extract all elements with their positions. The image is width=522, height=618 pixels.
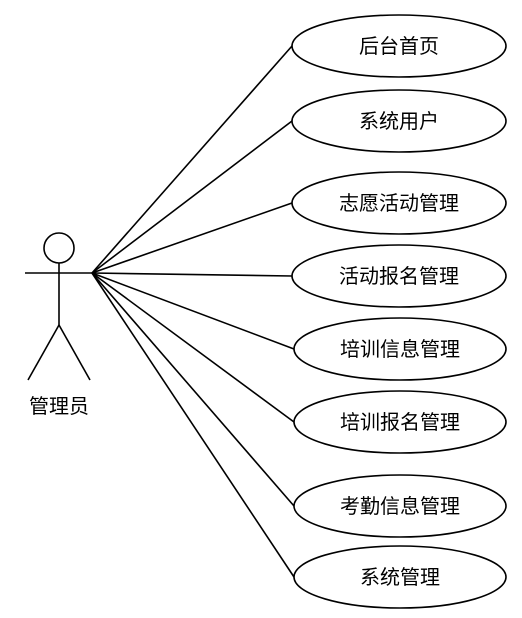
- use-case: 考勤信息管理: [293, 474, 507, 538]
- use-case: 培训报名管理: [293, 390, 507, 454]
- use-case-label: 培训报名管理: [340, 410, 460, 434]
- use-case-label: 考勤信息管理: [340, 494, 460, 518]
- use-case-ellipse: [291, 171, 507, 235]
- association-line: [91, 272, 295, 507]
- use-cases: 后台首页 系统用户 志愿活动管理 活动报名管理 培训信息管理 培训报名管理 考勤…: [291, 14, 507, 609]
- use-case: 志愿活动管理: [291, 171, 507, 235]
- associations: [91, 45, 295, 578]
- actor-label: 管理员: [29, 394, 89, 418]
- use-case-label: 系统管理: [360, 565, 440, 589]
- use-case-ellipse: [291, 89, 507, 153]
- association-line: [91, 272, 295, 350]
- use-case-label: 志愿活动管理: [339, 191, 459, 215]
- actor-head: [43, 232, 75, 264]
- use-case-ellipse: [293, 390, 507, 454]
- association-line: [91, 272, 295, 578]
- association-line: [91, 45, 293, 274]
- use-case-ellipse: [293, 317, 507, 381]
- use-case-ellipse: [291, 14, 507, 78]
- association-line: [91, 272, 293, 277]
- actor-left-leg: [27, 324, 60, 381]
- association-line: [91, 120, 293, 274]
- use-case-ellipse: [293, 474, 507, 538]
- use-case: 系统用户: [291, 89, 507, 153]
- use-case-label: 培训信息管理: [340, 337, 460, 361]
- association-line: [91, 272, 295, 423]
- use-case: 系统管理: [293, 545, 507, 609]
- use-case-label: 活动报名管理: [339, 264, 459, 288]
- actor-right-leg: [58, 324, 91, 381]
- use-case: 后台首页: [291, 14, 507, 78]
- use-case-label: 系统用户: [359, 109, 439, 133]
- actor: 管理员: [25, 232, 92, 418]
- use-case: 活动报名管理: [291, 244, 507, 308]
- use-case-ellipse: [291, 244, 507, 308]
- use-case-label: 后台首页: [359, 34, 439, 58]
- use-case: 培训信息管理: [293, 317, 507, 381]
- association-line: [91, 202, 293, 274]
- use-case-ellipse: [293, 545, 507, 609]
